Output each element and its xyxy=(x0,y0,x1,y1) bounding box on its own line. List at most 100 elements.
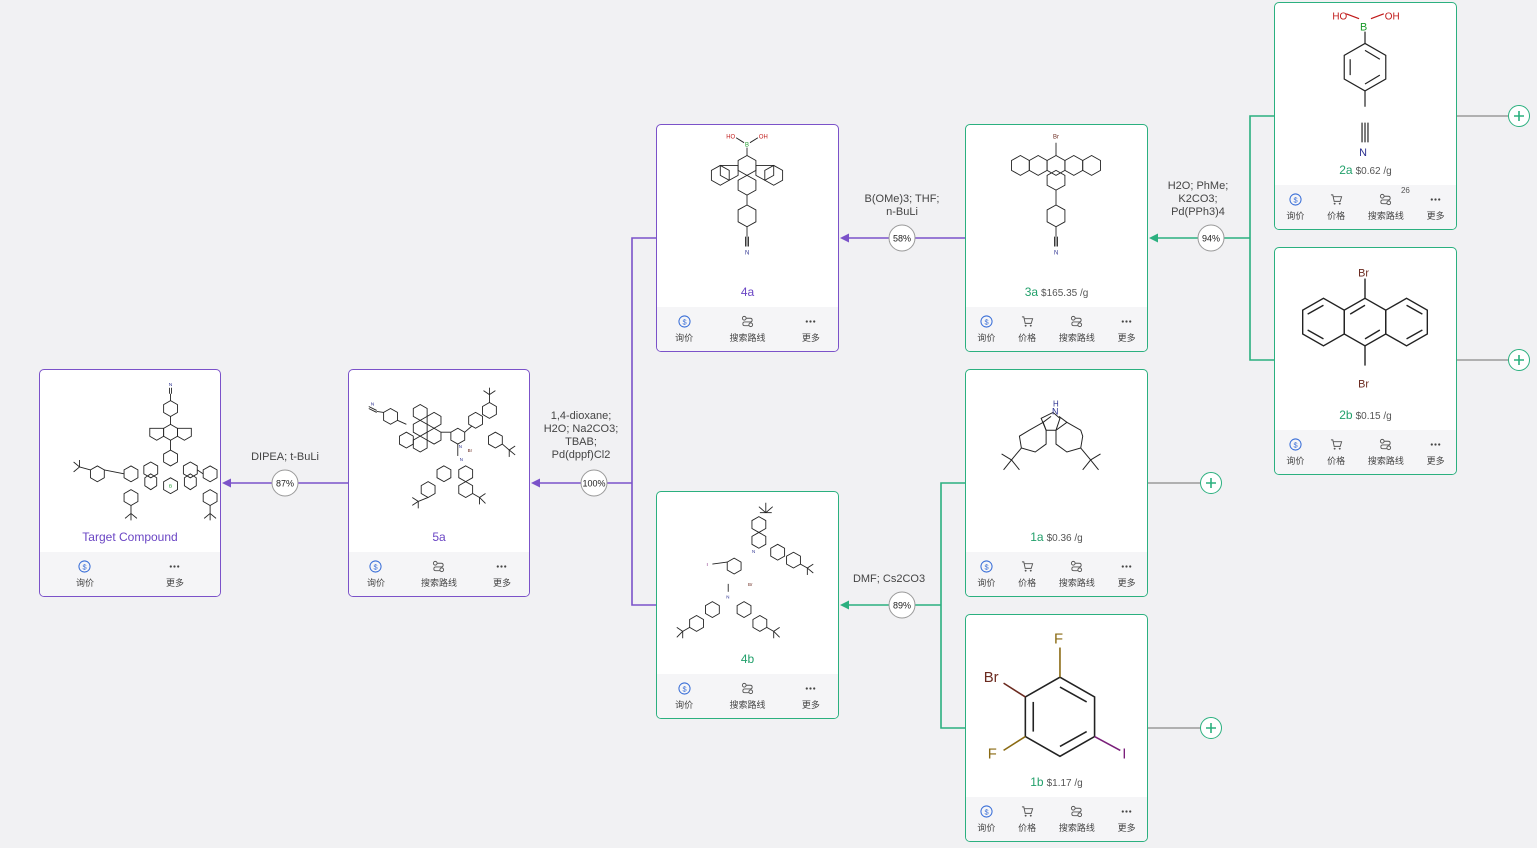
reaction-conditions: DIPEA; t-BuLi xyxy=(251,451,319,463)
compound-card-5a[interactable]: N N N Br 5a $询价 搜索路线 更多 xyxy=(348,369,530,597)
svg-text:$: $ xyxy=(374,562,378,571)
more-button[interactable]: 更多 xyxy=(1427,438,1445,467)
search-route-button[interactable]: 搜索路线 xyxy=(1059,805,1095,834)
svg-text:$: $ xyxy=(1293,195,1297,204)
svg-text:$: $ xyxy=(83,562,87,571)
atom-label: N xyxy=(1359,147,1367,159)
dollar-icon: $ xyxy=(980,804,993,818)
search-route-button[interactable]: 搜索路线 xyxy=(421,560,457,589)
card-actions: $询价 搜索路线 更多 xyxy=(657,307,838,351)
atom-label: H xyxy=(1053,399,1059,408)
dollar-icon: $ xyxy=(980,314,993,328)
compound-code: 2a xyxy=(1339,163,1353,177)
more-button[interactable]: 更多 xyxy=(1118,315,1136,344)
svg-text:$: $ xyxy=(682,317,686,326)
price-button[interactable]: 价格 xyxy=(1018,560,1036,589)
atom-label: Br xyxy=(468,448,473,453)
dollar-icon: $ xyxy=(78,559,92,573)
compound-card-4a[interactable]: HO OH B N 4a $询价 搜索路线 更多 xyxy=(656,124,839,352)
more-button[interactable]: 更多 xyxy=(166,560,184,589)
more-button[interactable]: 更多 xyxy=(1427,193,1445,222)
route-icon xyxy=(1071,805,1083,817)
inquire-button[interactable]: $询价 xyxy=(977,804,995,834)
compound-card-target[interactable]: N B Target Compound $询价 更多 xyxy=(39,369,221,597)
atom-label: HO xyxy=(1332,12,1347,23)
route-icon xyxy=(433,560,445,572)
more-icon xyxy=(1121,809,1132,813)
compound-card-3a[interactable]: Br N 3a$165.35 /g $询价 价格 搜索路线 更多 xyxy=(965,124,1148,352)
search-route-button[interactable]: 搜索路线 xyxy=(1059,315,1095,344)
price-button[interactable]: 价格 xyxy=(1327,193,1345,222)
atom-label: Br xyxy=(984,670,999,686)
yield-badge[interactable]: 100% xyxy=(580,469,608,497)
yield-badge[interactable]: 89% xyxy=(888,591,916,619)
atom-label: F xyxy=(988,746,997,762)
compound-card-2b[interactable]: Br Br 2b$0.15 /g $询价 价格 搜索路线 更多 xyxy=(1274,247,1457,475)
expand-button[interactable] xyxy=(1508,349,1530,371)
more-icon xyxy=(497,564,507,568)
inquire-button[interactable]: $询价 xyxy=(675,681,693,711)
compound-code: 5a xyxy=(432,530,446,544)
reaction-conditions: B(OMe)3; THF; n-BuLi xyxy=(864,193,940,218)
atom-label: Br xyxy=(748,582,753,587)
card-actions: $询价 价格 搜索路线 更多 xyxy=(966,307,1147,351)
atom-label: B xyxy=(169,484,173,490)
compound-card-1a[interactable]: N H 1a$0.36 /g $询价 价格 搜索路线 更多 xyxy=(965,369,1148,597)
more-button[interactable]: 更多 xyxy=(802,315,820,344)
svg-text:$: $ xyxy=(984,562,988,571)
search-route-button[interactable]: 搜索路线 xyxy=(729,315,766,344)
card-actions: $询价 搜索路线 更多 xyxy=(349,552,529,596)
yield-badge[interactable]: 58% xyxy=(888,224,916,252)
plus-icon xyxy=(1206,478,1216,488)
atom-label: F xyxy=(1054,632,1063,648)
inquire-button[interactable]: $询价 xyxy=(76,559,94,589)
expand-button[interactable] xyxy=(1508,105,1530,127)
svg-text:$: $ xyxy=(984,807,988,816)
compound-price: $0.62 /g xyxy=(1355,166,1392,177)
card-actions: $询价 价格 搜索路线 更多 xyxy=(966,797,1147,841)
molecule-structure: Br N xyxy=(1011,135,1101,256)
inquire-button[interactable]: $询价 xyxy=(675,314,693,344)
inquire-button[interactable]: $询价 xyxy=(977,559,995,589)
plus-icon xyxy=(1514,355,1524,365)
atom-label: B xyxy=(1360,22,1367,34)
dollar-icon: $ xyxy=(1289,437,1302,451)
atom-label: N xyxy=(752,549,755,554)
svg-text:$: $ xyxy=(984,317,988,326)
compound-card-1b[interactable]: F Br F I 1b$1.17 /g $询价 价格 搜索路线 更多 xyxy=(965,614,1148,842)
expand-button[interactable] xyxy=(1200,472,1222,494)
compound-price: $165.35 /g xyxy=(1041,288,1089,299)
price-button[interactable]: 价格 xyxy=(1327,438,1345,467)
inquire-button[interactable]: $询价 xyxy=(1286,192,1304,222)
yield-badge[interactable]: 94% xyxy=(1197,224,1225,252)
expand-button[interactable] xyxy=(1200,717,1222,739)
atom-label: N xyxy=(460,457,463,462)
price-button[interactable]: 价格 xyxy=(1018,315,1036,344)
card-actions: $询价 价格 搜索路线 更多 xyxy=(1275,430,1456,474)
inquire-button[interactable]: $询价 xyxy=(367,559,385,589)
search-route-button[interactable]: 搜索路线 xyxy=(729,682,766,711)
dollar-icon: $ xyxy=(980,559,993,573)
cart-icon xyxy=(1021,315,1033,327)
inquire-button[interactable]: $询价 xyxy=(1286,437,1304,467)
yield-badge[interactable]: 87% xyxy=(271,469,299,497)
reaction-conditions: 1,4-dioxane; H2O; Na2CO3; TBAB; Pd(dppf)… xyxy=(543,410,619,461)
more-button[interactable]: 更多 xyxy=(1118,805,1136,834)
search-route-button[interactable]: 搜索路线 xyxy=(1059,560,1095,589)
price-button[interactable]: 价格 xyxy=(1018,805,1036,834)
inquire-button[interactable]: $询价 xyxy=(977,314,995,344)
more-button[interactable]: 更多 xyxy=(802,682,820,711)
atom-label: Br xyxy=(1053,135,1059,141)
molecule-structure: HO OH B N xyxy=(1332,12,1399,159)
atom-label: B xyxy=(745,143,749,149)
molecule-structure: F Br F I xyxy=(984,632,1127,763)
search-route-button[interactable]: 搜索路线 xyxy=(1368,438,1404,467)
more-button[interactable]: 更多 xyxy=(1118,560,1136,589)
route-icon xyxy=(1380,438,1392,450)
atom-label: OH xyxy=(759,135,768,141)
compound-card-4b[interactable]: I Br N N 4b $询价 搜索路线 更多 xyxy=(656,491,839,719)
more-button[interactable]: 更多 xyxy=(493,560,511,589)
